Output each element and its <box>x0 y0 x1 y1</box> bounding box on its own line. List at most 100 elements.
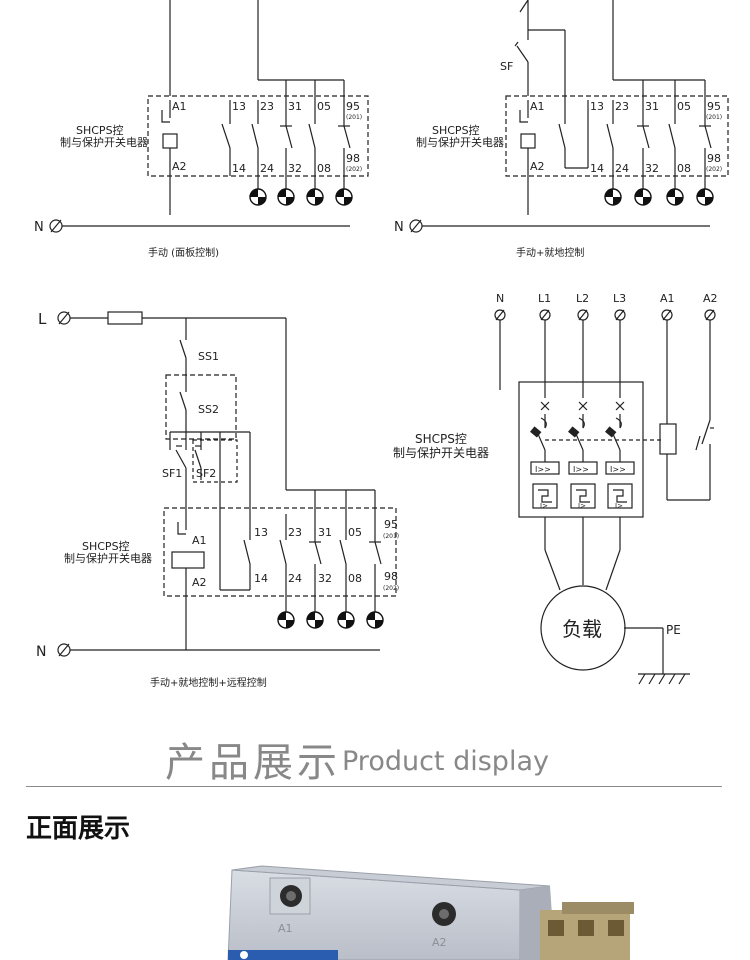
pe-label: PE <box>666 623 681 637</box>
contact-label: 05 <box>348 526 362 539</box>
sub-label: (202) <box>383 585 399 592</box>
device-label-3b: 制与保护开关电器 <box>64 551 152 565</box>
diagram-4-main-circuit <box>494 309 716 685</box>
contact-label: 24 <box>260 162 274 175</box>
line-label: L <box>38 310 47 328</box>
contact-label: 14 <box>232 162 246 175</box>
trip-label: I>> <box>610 465 626 474</box>
contact-label: 08 <box>317 162 331 175</box>
device-box-2 <box>505 95 729 177</box>
contact-label: 13 <box>232 100 246 113</box>
trip-label: I>> <box>535 465 551 474</box>
contact-label: 95 <box>384 518 398 531</box>
neutral-label: N <box>394 220 404 235</box>
contact-label: 08 <box>677 162 691 175</box>
diagram-1-manual <box>49 0 369 233</box>
load-label: 负载 <box>562 617 602 641</box>
sub-label: (201) <box>346 114 362 121</box>
sf2-label: SF2 <box>196 467 216 480</box>
sub-label: (201) <box>706 114 722 121</box>
contact-label: 23 <box>288 526 302 539</box>
section-header: 产品展示 Product display <box>0 728 722 788</box>
fuse <box>107 311 143 325</box>
indicator-lamp <box>277 611 295 629</box>
indicator-lamp <box>306 188 324 206</box>
overload-label: I> <box>540 502 548 510</box>
caption-3: 手动+就地控制+远程控制 <box>150 676 267 689</box>
contact-label: 23 <box>615 100 629 113</box>
device-label-3a: SHCPS控 <box>82 539 130 553</box>
contact-label: 31 <box>645 100 659 113</box>
contact-label: 05 <box>677 100 691 113</box>
device-label-1a: SHCPS控 <box>76 123 124 137</box>
device-label-1b: 制与保护开关电器 <box>60 135 148 149</box>
contact-label: 98 <box>384 570 398 583</box>
device-box-3 <box>163 507 397 597</box>
section-title-en: Product display <box>342 746 549 777</box>
contact-label: 24 <box>615 162 629 175</box>
device-label-2b: 制与保护开关电器 <box>416 135 504 149</box>
terminal-a1: A1 <box>530 100 545 113</box>
sf-label: SF <box>500 60 513 73</box>
wiring-diagrams: SHCPS控 制与保护开关电器 A1 A2 13 23 31 05 95 14 … <box>34 0 729 689</box>
device-label-4b: 制与保护开关电器 <box>393 446 489 460</box>
overload-label: I> <box>615 502 623 510</box>
contact-label: 31 <box>318 526 332 539</box>
device-label-2a: SHCPS控 <box>432 123 480 137</box>
indicator-lamp <box>366 611 384 629</box>
sub-label: (202) <box>706 166 722 173</box>
device-label-4a: SHCPS控 <box>415 432 467 446</box>
indicator-lamp <box>306 611 324 629</box>
terminal-n: N <box>496 292 504 305</box>
section-title-cn: 产品展示 <box>165 740 341 786</box>
indicator-lamp <box>335 188 353 206</box>
contact-label: 23 <box>260 100 274 113</box>
ss2-label: SS2 <box>198 403 219 416</box>
terminal-a2: A2 <box>530 160 545 173</box>
terminal-a1: A1 <box>192 534 207 547</box>
contact-label: 95 <box>346 100 360 113</box>
contact-label: 98 <box>707 152 721 165</box>
caption-2: 手动+就地控制 <box>516 246 584 259</box>
contact-label: 24 <box>288 572 302 585</box>
terminal-a2: A2 <box>703 292 718 305</box>
indicator-lamp <box>337 611 355 629</box>
terminal-a2: A2 <box>192 576 207 589</box>
diagram-3-remote <box>57 311 397 657</box>
indicator-lamps <box>249 188 714 629</box>
indicator-lamp <box>666 188 684 206</box>
sf1-label: SF1 <box>162 467 182 480</box>
contact-label: 05 <box>317 100 331 113</box>
ss1-label: SS1 <box>198 350 219 363</box>
terminal-a1: A1 <box>172 100 187 113</box>
product-photo: A1 A2 <box>0 850 750 960</box>
sub-label: (201) <box>383 533 399 540</box>
contact-label: 14 <box>590 162 604 175</box>
contact-label: 32 <box>318 572 332 585</box>
overload-label: I> <box>578 502 586 510</box>
contact-label: 31 <box>288 100 302 113</box>
indicator-lamp <box>634 188 652 206</box>
photo-label-a2: A2 <box>432 936 447 949</box>
indicator-lamp <box>696 188 714 206</box>
terminal-l3: L3 <box>613 292 626 305</box>
contact-label: 08 <box>348 572 362 585</box>
neutral-label: N <box>34 220 44 235</box>
indicator-lamp <box>277 188 295 206</box>
contact-label: 98 <box>346 152 360 165</box>
terminal-a2: A2 <box>172 160 187 173</box>
device-box-4 <box>518 381 644 518</box>
diagram-2-local <box>409 0 729 233</box>
contact-label: 13 <box>254 526 268 539</box>
caption-1: 手动 (面板控制) <box>148 246 219 259</box>
terminal-l1: L1 <box>538 292 551 305</box>
subsection-title: 正面展示 <box>26 814 131 844</box>
contact-label: 32 <box>645 162 659 175</box>
terminal-l2: L2 <box>576 292 589 305</box>
indicator-lamp <box>249 188 267 206</box>
contact-label: 32 <box>288 162 302 175</box>
indicator-lamp <box>604 188 622 206</box>
photo-label-a1: A1 <box>278 922 293 935</box>
contact-label: 14 <box>254 572 268 585</box>
terminal-a1: A1 <box>660 292 675 305</box>
